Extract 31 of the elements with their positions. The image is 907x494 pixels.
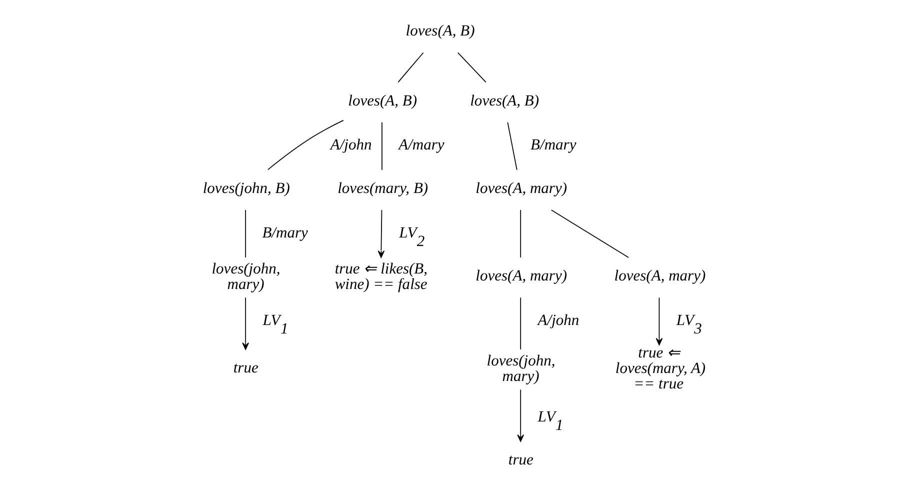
node-text: loves(A, B) [470, 92, 540, 110]
node-text: loves(A, mary) [614, 267, 706, 284]
node-text: loves(A, mary) [476, 180, 568, 197]
edge-label: A/john [330, 136, 372, 154]
edge-label: A/john [538, 312, 580, 329]
node-text: loves(john, mary) [486, 352, 556, 385]
node-text: true ⇐ likes(B, wine) == false [334, 260, 428, 293]
edge-label: A/mary [398, 136, 444, 154]
edge-label: B/mary [530, 136, 576, 154]
node-text: loves(A, B) [348, 92, 418, 110]
arrow [656, 297, 663, 346]
arrow [242, 297, 249, 350]
node-text: loves(john, mary) [212, 260, 280, 293]
node-text: loves(A, mary) [476, 267, 568, 284]
node-text: loves(A, B) [406, 22, 475, 40]
edge-label: B/mary [262, 224, 308, 242]
connector [520, 297, 522, 350]
connector [520, 210, 522, 258]
node-text: loves(john, B) [202, 180, 290, 197]
arrow [378, 210, 385, 258]
connector [267, 120, 344, 170]
connector [398, 52, 424, 83]
connector [507, 122, 518, 170]
node-text: true ⇐ loves(mary, A) == true [615, 344, 706, 393]
arrow [517, 389, 524, 442]
connector [245, 210, 246, 258]
node-text: true [233, 360, 258, 377]
connector [457, 52, 486, 83]
node-text: loves(mary, B) [338, 180, 428, 197]
node-text: true [508, 452, 534, 469]
connector [550, 210, 629, 258]
